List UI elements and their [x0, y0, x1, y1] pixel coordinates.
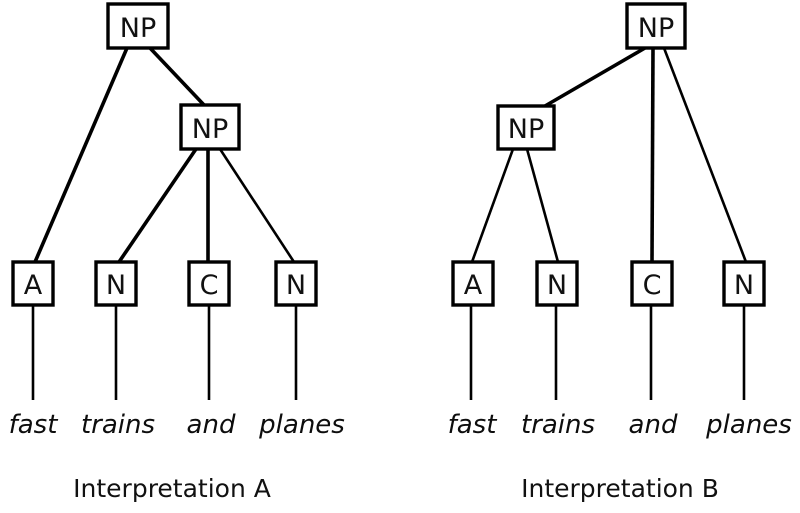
- node-label-a-np-root: NP: [120, 13, 156, 44]
- node-label-a-pos-2: N: [106, 270, 126, 301]
- node-box-a-np-root[interactable]: [106, 2, 170, 50]
- word-b-word-1: fast: [448, 410, 498, 440]
- node-label-b-pos-2: N: [547, 270, 567, 301]
- node-box-b-np-inner[interactable]: [496, 104, 556, 151]
- node-label-b-pos-1: A: [464, 270, 483, 301]
- node-label-a-pos-3: C: [200, 270, 219, 301]
- edge-b-np-root-to-b-np-inner: [544, 46, 646, 108]
- node-label-b-pos-3: C: [643, 270, 662, 301]
- node-box-a-pos-2[interactable]: [94, 260, 138, 307]
- node-box-a-pos-3[interactable]: [187, 260, 231, 307]
- node-label-a-np-inner: NP: [192, 114, 228, 145]
- edge-b-np-inner-to-b-pos-1: [470, 148, 515, 263]
- edge-a-np-inner-to-a-pos-4: [218, 148, 296, 263]
- node-box-a-np-inner[interactable]: [179, 103, 241, 151]
- node-label-a-pos-1: A: [24, 270, 43, 301]
- word-a-word-1: fast: [9, 410, 59, 440]
- node-label-b-pos-4: N: [734, 270, 754, 301]
- node-box-a-pos-4[interactable]: [274, 260, 318, 307]
- edge-a-np-inner-to-a-pos-2: [117, 147, 198, 264]
- node-box-b-pos-2[interactable]: [535, 260, 579, 307]
- node-box-b-pos-1[interactable]: [451, 260, 495, 307]
- word-b-word-4: planes: [705, 410, 792, 440]
- edge-a-np-root-to-a-pos-1: [33, 47, 129, 263]
- word-a-word-2: trains: [81, 410, 155, 440]
- node-label-b-np-root: NP: [638, 13, 674, 44]
- word-a-word-3: and: [187, 410, 236, 440]
- caption-interpretation-b: Interpretation B: [521, 474, 719, 503]
- word-b-word-3: and: [629, 410, 678, 440]
- node-box-b-pos-3[interactable]: [630, 260, 674, 307]
- node-label-b-np-inner: NP: [508, 114, 544, 145]
- edge-b-np-inner-to-b-pos-2: [525, 148, 560, 263]
- word-b-word-2: trains: [521, 410, 595, 440]
- word-a-word-4: planes: [258, 410, 345, 440]
- edge-b-np-root-to-b-pos-3: [650, 47, 655, 263]
- node-box-b-pos-4[interactable]: [722, 260, 766, 307]
- node-box-b-np-root[interactable]: [625, 2, 687, 50]
- node-label-a-pos-4: N: [286, 270, 306, 301]
- node-box-a-pos-1[interactable]: [11, 260, 55, 307]
- edge-b-np-root-to-b-pos-4: [662, 47, 748, 263]
- edge-a-np-root-to-a-np-inner: [148, 46, 206, 107]
- caption-interpretation-a: Interpretation A: [73, 474, 271, 503]
